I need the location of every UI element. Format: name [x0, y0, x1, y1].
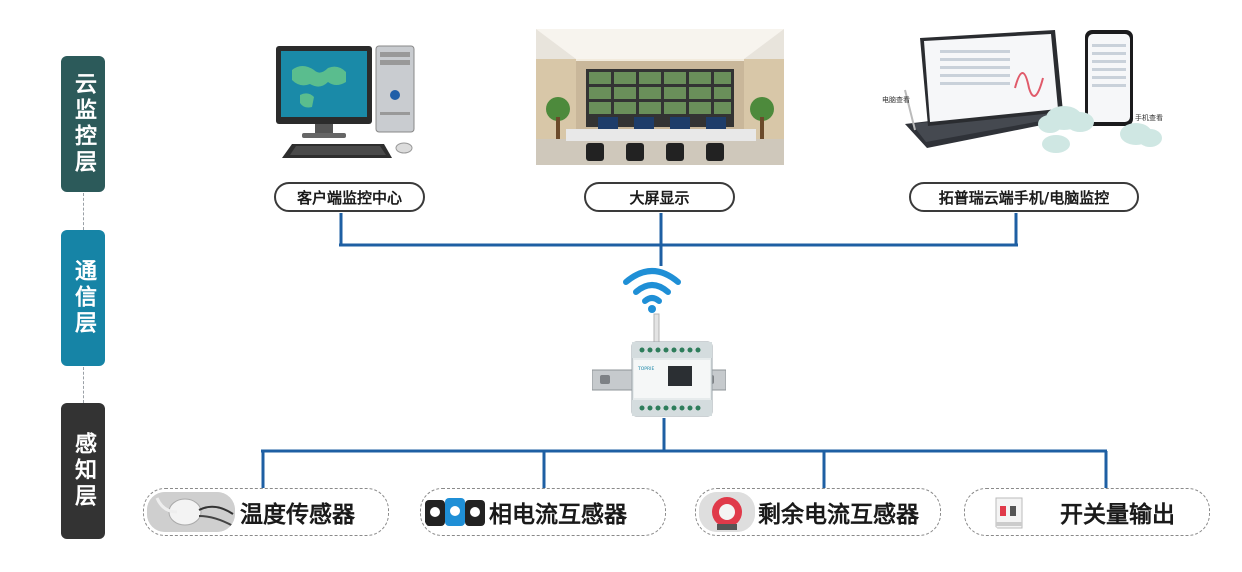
current-transformer-image [423, 492, 491, 532]
sensor-switch-output: 开关量输出 [964, 488, 1210, 536]
layer-tag-communication-label: 通信层 [71, 259, 96, 337]
layer-tag-communication: 通信层 [61, 230, 105, 366]
sensor-phase-current: 相电流互感器 [420, 488, 666, 536]
circuit-breaker-image [990, 492, 1030, 532]
node-label-text: 大屏显示 [629, 188, 690, 207]
sensor-label: 温度传感器 [240, 501, 355, 528]
layer-divider [83, 193, 84, 230]
sensor-residual-current: 剩余电流互感器 [695, 488, 941, 536]
node-label-big-screen: 大屏显示 [584, 182, 735, 212]
layer-tag-cloud: 云监控层 [61, 56, 105, 192]
sensor-label: 相电流互感器 [489, 501, 627, 528]
node-label-cloud-monitor: 拓普瑞云端手机/电脑监控 [909, 182, 1139, 212]
tablet-phone-image: 电脑查看 手机查看 [880, 28, 1170, 163]
sensor-label: 开关量输出 [1060, 501, 1175, 528]
wifi-icon [623, 268, 681, 313]
monitoring-room-image [536, 29, 784, 165]
gateway-device-image: TOPRIE [592, 312, 726, 422]
sensor-temperature: 温度传感器 [143, 488, 389, 536]
sensor-label: 剩余电流互感器 [758, 501, 919, 528]
node-label-text: 客户端监控中心 [296, 188, 402, 207]
layer-tag-cloud-label: 云监控层 [71, 72, 96, 176]
residual-current-transformer-image [699, 492, 755, 532]
temperature-probe-image [147, 492, 235, 532]
node-label-text: 拓普瑞云端手机/电脑监控 [938, 188, 1110, 207]
node-label-client-center: 客户端监控中心 [274, 182, 425, 212]
layer-divider [83, 367, 84, 403]
tablet-caption-left: 电脑查看 [882, 95, 910, 104]
device-brand: TOPRIE [637, 366, 654, 372]
tablet-caption-right: 手机查看 [1135, 113, 1163, 122]
desktop-computer-image [270, 40, 430, 170]
layer-tag-perception: 感知层 [61, 403, 105, 539]
layer-tag-perception-label: 感知层 [71, 432, 96, 510]
